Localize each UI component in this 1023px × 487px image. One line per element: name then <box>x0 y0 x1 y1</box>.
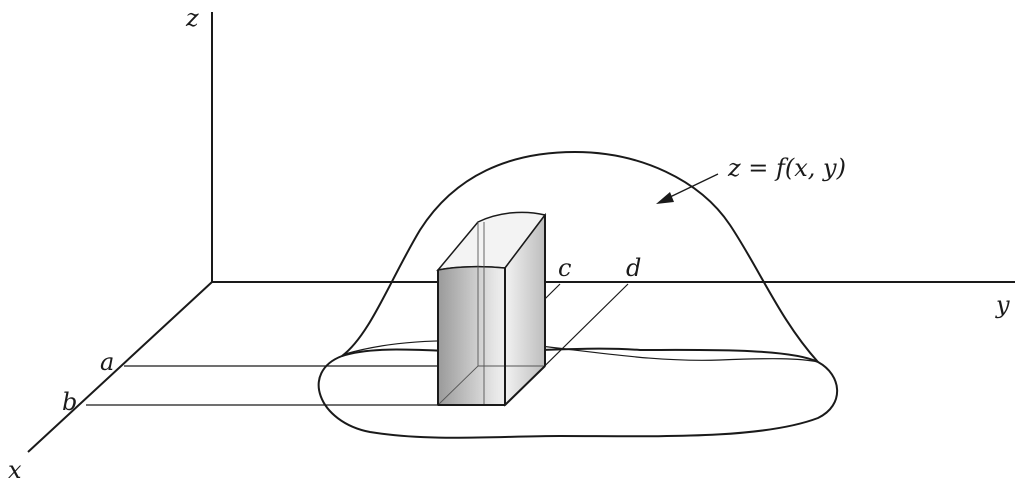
axes <box>27 12 1015 453</box>
bound-d-label: d <box>626 254 641 282</box>
column-box <box>436 211 547 407</box>
base-region-curve <box>317 347 839 439</box>
box-hidden-edge-left <box>437 365 479 406</box>
x-axis <box>27 281 213 453</box>
box-front-face <box>437 265 506 406</box>
y-axis-label: y <box>995 291 1010 319</box>
surface-curve <box>341 150 819 363</box>
box-edge-bottom-side <box>504 365 546 406</box>
bound-b-label: b <box>62 388 77 416</box>
surface-label: z = f(x, y) <box>727 154 846 182</box>
pointer-arrow-line <box>667 173 719 199</box>
pointer-arrow-head <box>656 192 674 204</box>
region-back-line <box>344 340 819 363</box>
integration-bounds <box>86 283 629 406</box>
z-axis-label: z <box>185 4 199 32</box>
bound-a-label: a <box>100 348 114 376</box>
x-axis-label: x <box>8 456 22 484</box>
surface-pointer <box>656 173 719 204</box>
bound-c-label: c <box>558 254 571 282</box>
